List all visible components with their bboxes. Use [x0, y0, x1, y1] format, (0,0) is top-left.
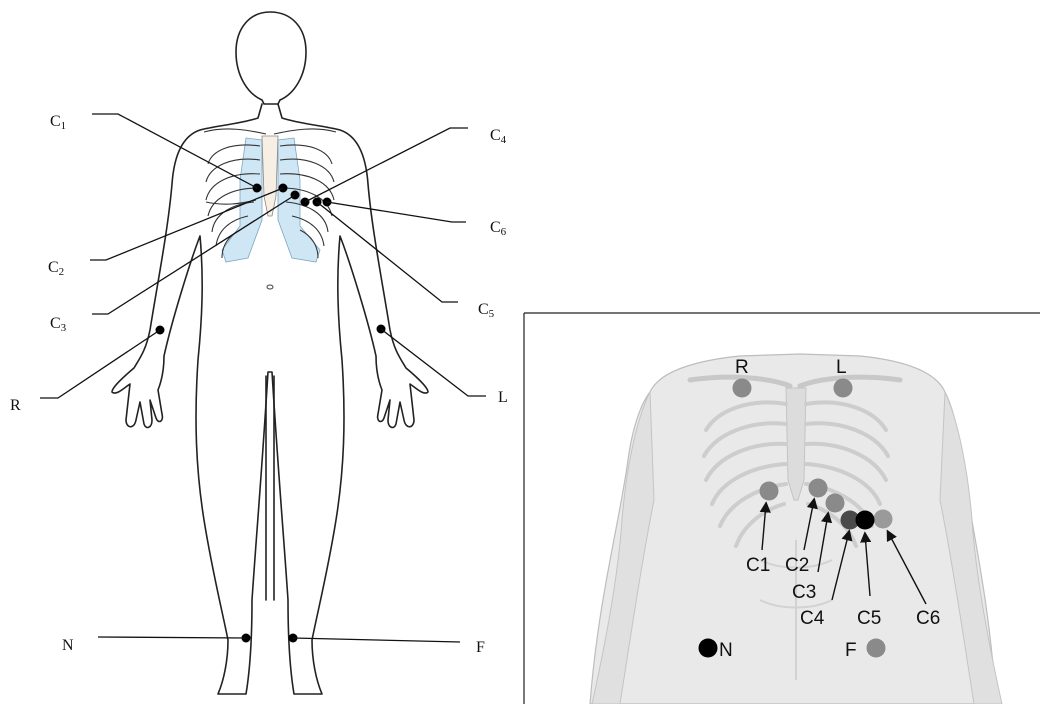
closeup-label-l: L [836, 357, 847, 378]
closeup-electrode-l [834, 379, 853, 398]
label-n: N [62, 637, 74, 654]
closeup-electrode-n [699, 639, 718, 658]
leader-f [293, 638, 460, 642]
closeup-label-c4: C4 [800, 608, 825, 629]
closeup-label-r: R [735, 357, 749, 378]
closeup-sternum [786, 388, 806, 500]
leader-c6 [327, 202, 466, 222]
closeup-electrode-r [733, 379, 752, 398]
leader-n [98, 637, 246, 638]
label-c1: C1 [50, 113, 66, 132]
closeup-label-c6: C6 [916, 608, 940, 629]
closeup-label-c2: C2 [785, 555, 809, 576]
chest-closeup-panel: R L C1 C2 C3 C4 C5 C6 N F [524, 313, 1040, 704]
closeup-label-c3: C3 [792, 582, 816, 603]
closeup-electrode-c3 [826, 494, 845, 513]
closeup-label-c1: C1 [746, 555, 770, 576]
sternum [262, 136, 278, 216]
label-r: R [10, 397, 21, 414]
closeup-electrode-f [867, 639, 886, 658]
label-c6: C6 [490, 219, 507, 238]
right-clavicle [274, 129, 336, 134]
left-clavicle [204, 129, 266, 134]
head-outline [236, 12, 306, 104]
label-c4: C4 [490, 127, 507, 146]
label-c2: C2 [48, 259, 64, 278]
closeup-electrode-c2 [809, 479, 828, 498]
closeup-electrode-c1 [760, 482, 779, 501]
label-c3: C3 [50, 315, 67, 334]
label-c5: C5 [478, 301, 495, 320]
left-electrodes [156, 184, 386, 643]
leader-l [381, 329, 486, 396]
closeup-electrode-c5 [856, 511, 875, 530]
closeup-label-f: F [845, 640, 857, 661]
body-figure [112, 12, 428, 694]
closeup-label-n: N [719, 640, 733, 661]
leader-r [40, 330, 160, 398]
closeup-electrode-c6 [874, 510, 893, 529]
closeup-label-c5: C5 [857, 608, 881, 629]
label-f: F [476, 639, 485, 656]
left-leader-lines [40, 114, 486, 642]
navel [267, 285, 273, 289]
label-l: L [498, 389, 508, 406]
